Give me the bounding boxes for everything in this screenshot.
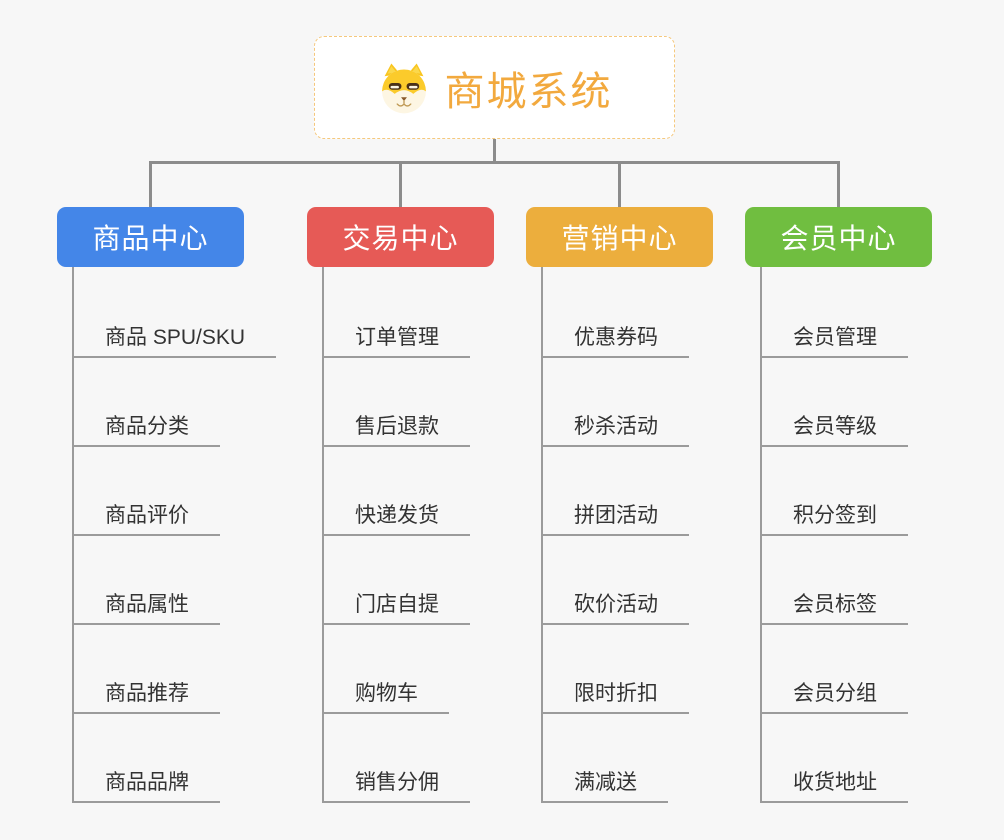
subtopic-node[interactable]: 商品 SPU/SKU xyxy=(72,322,277,358)
subtopic-node[interactable]: 商品评价 xyxy=(72,500,220,536)
branch-node-label: 营销中心 xyxy=(561,223,678,254)
subtopic-node[interactable]: 优惠券码 xyxy=(541,322,689,358)
root-stub-line xyxy=(493,139,496,164)
branch-node[interactable]: 商品中心 xyxy=(57,207,244,267)
subtopic-node[interactable]: 商品分类 xyxy=(72,411,220,447)
subtopic-node[interactable]: 限时折扣 xyxy=(541,678,689,714)
subtopic-node[interactable]: 拼团活动 xyxy=(541,500,689,536)
subtopic-node[interactable]: 砍价活动 xyxy=(541,589,689,625)
subtopic-node[interactable]: 购物车 xyxy=(322,678,449,714)
subtopic-node[interactable]: 订单管理 xyxy=(322,322,470,358)
branch-node-label: 会员中心 xyxy=(780,223,897,254)
doge-icon xyxy=(381,63,426,113)
subtopic-node[interactable]: 销售分佣 xyxy=(322,767,470,803)
root-topic-title: 商城系统 xyxy=(444,69,613,114)
branch-node[interactable]: 交易中心 xyxy=(307,207,494,267)
branch-node[interactable]: 营销中心 xyxy=(526,207,713,267)
subtopic-node[interactable]: 快递发货 xyxy=(322,500,470,536)
branch-node[interactable]: 会员中心 xyxy=(745,207,932,267)
branch-node-label: 商品中心 xyxy=(92,223,209,254)
subtopic-node[interactable]: 商品品牌 xyxy=(72,767,220,803)
subtopic-node[interactable]: 会员分组 xyxy=(760,678,908,714)
subtopic-node[interactable]: 满减送 xyxy=(541,767,668,803)
branch-drop-line xyxy=(149,161,152,207)
root-topic-node[interactable]: 商城系统 xyxy=(314,36,675,139)
subtopic-node[interactable]: 售后退款 xyxy=(322,411,470,447)
branch-drop-line xyxy=(399,161,402,207)
subtopic-node[interactable]: 会员管理 xyxy=(760,322,908,358)
branch-node-label: 交易中心 xyxy=(342,223,459,254)
branch-drop-line xyxy=(837,161,840,207)
subtopic-node[interactable]: 会员标签 xyxy=(760,589,908,625)
subtopic-node[interactable]: 收货地址 xyxy=(760,767,908,803)
subtopic-node[interactable]: 积分签到 xyxy=(760,500,908,536)
horizontal-connector-line xyxy=(149,161,840,164)
branch-drop-line xyxy=(618,161,621,207)
subtopic-node[interactable]: 商品推荐 xyxy=(72,678,220,714)
subtopic-node[interactable]: 商品属性 xyxy=(72,589,220,625)
subtopic-node[interactable]: 门店自提 xyxy=(322,589,470,625)
subtopic-node[interactable]: 会员等级 xyxy=(760,411,908,447)
subtopic-node[interactable]: 秒杀活动 xyxy=(541,411,689,447)
